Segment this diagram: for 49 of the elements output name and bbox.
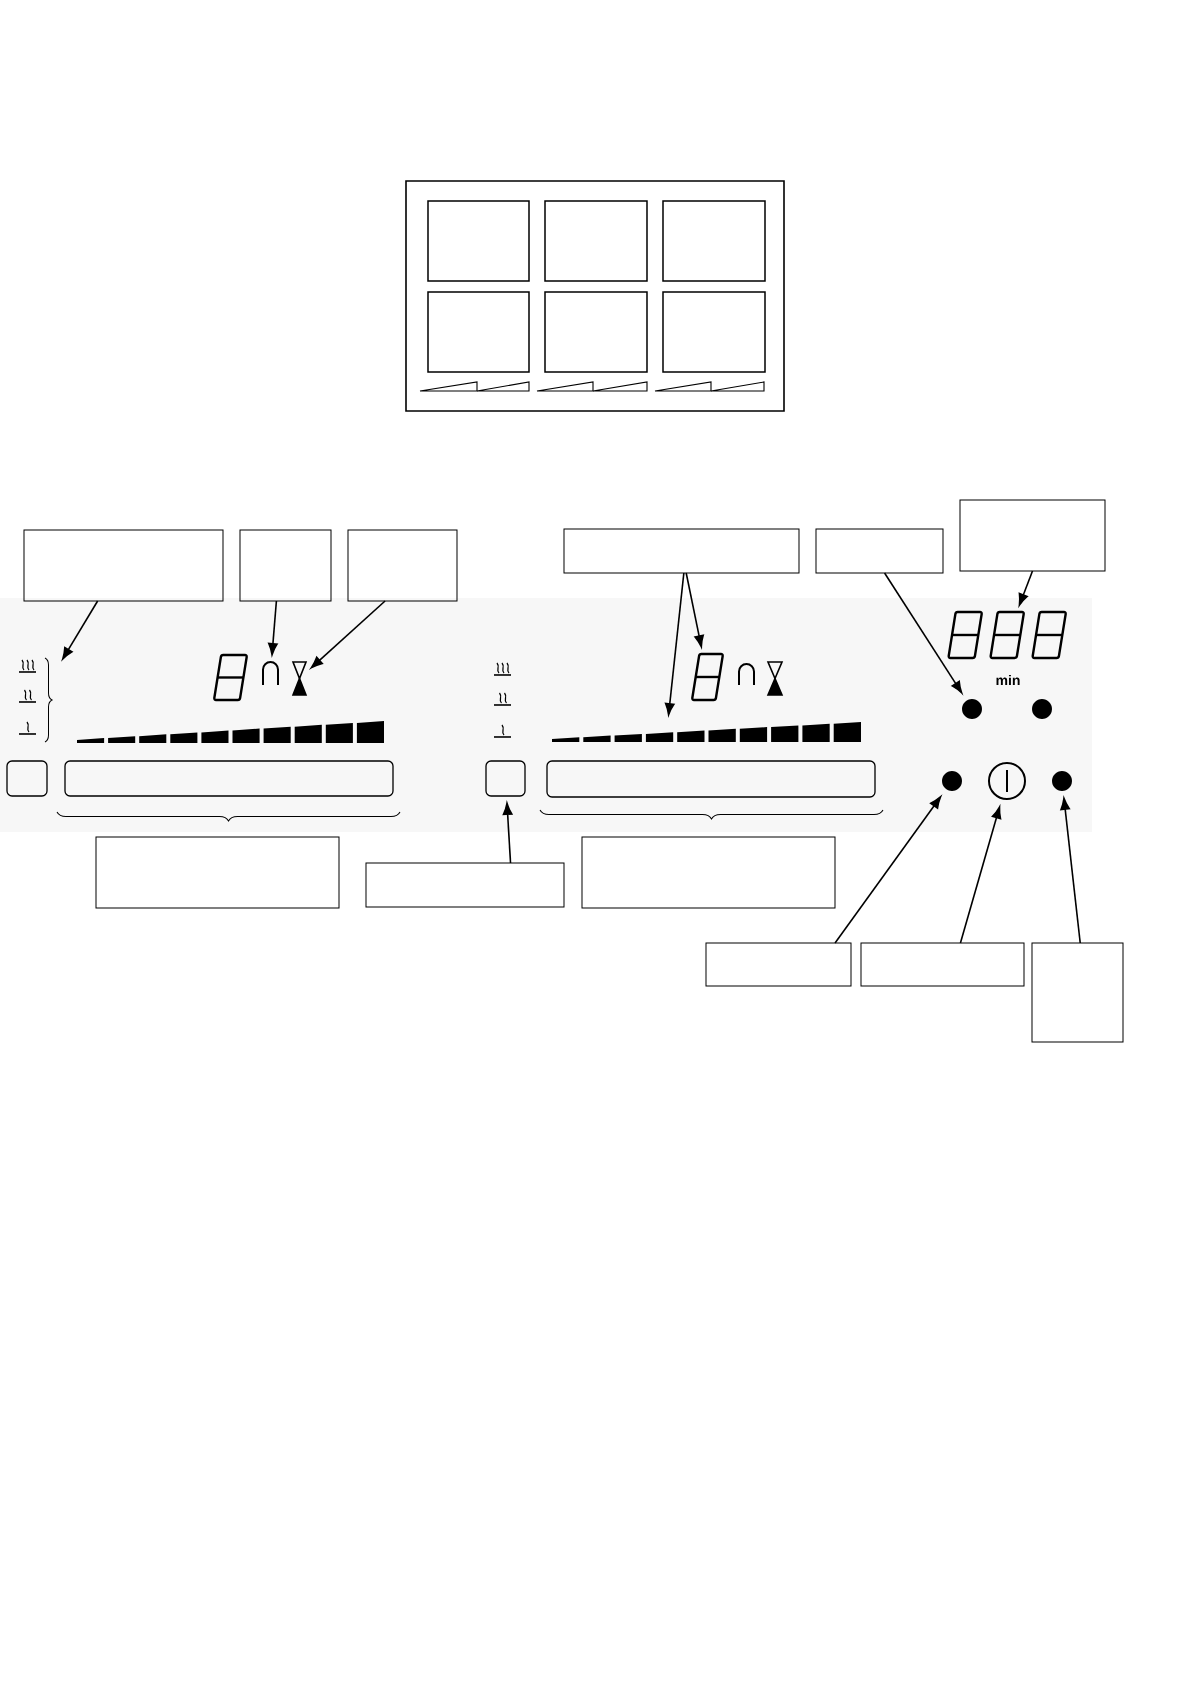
leader-arrow bbox=[62, 600, 99, 660]
callout-box bbox=[23, 529, 224, 602]
zone-box bbox=[544, 200, 648, 282]
power-level-bars bbox=[77, 721, 384, 743]
leader-arrow bbox=[1018, 570, 1034, 606]
touch-button bbox=[485, 760, 526, 797]
callout-box bbox=[959, 499, 1106, 572]
zone-box bbox=[544, 291, 648, 373]
slider-bar bbox=[546, 760, 876, 798]
callout-box bbox=[365, 862, 565, 908]
leader-arrow bbox=[834, 796, 942, 944]
callout-box bbox=[1031, 942, 1124, 1043]
leader-arrow bbox=[268, 600, 278, 656]
timer-display bbox=[947, 610, 1067, 660]
indicator-dot bbox=[942, 771, 962, 791]
leader-arrow bbox=[685, 572, 704, 648]
zone-box bbox=[427, 291, 530, 373]
leader-arrow bbox=[502, 802, 513, 864]
callout-box bbox=[860, 942, 1025, 987]
zone-box bbox=[662, 200, 766, 282]
zone-box bbox=[662, 291, 766, 373]
callout-box bbox=[239, 529, 332, 602]
callout-box bbox=[563, 528, 800, 574]
digit-display bbox=[691, 652, 724, 702]
leader-arrow bbox=[883, 572, 963, 694]
leader-arrow bbox=[1060, 797, 1082, 944]
callout-box bbox=[581, 836, 836, 909]
callout-box bbox=[705, 942, 852, 987]
heat-level-symbols bbox=[18, 657, 53, 743]
indicator-dot bbox=[1032, 699, 1052, 719]
hob-outline bbox=[405, 180, 785, 412]
unit-label: min bbox=[996, 674, 1020, 686]
heat-level-symbols bbox=[493, 662, 512, 738]
zone-box bbox=[427, 200, 530, 282]
leader-arrow bbox=[664, 572, 685, 716]
indicator-dot bbox=[1052, 771, 1072, 791]
arch-symbol bbox=[262, 661, 279, 686]
leader-arrow bbox=[959, 806, 1002, 944]
leader-arrow bbox=[310, 600, 386, 669]
power-level-bars bbox=[552, 722, 861, 742]
indicator-dot bbox=[962, 699, 982, 719]
callout-box bbox=[815, 528, 944, 574]
touch-button bbox=[6, 760, 48, 797]
slider-bar bbox=[64, 760, 394, 797]
power-button bbox=[988, 762, 1026, 800]
digit-display bbox=[213, 653, 248, 702]
callout-box bbox=[95, 836, 340, 909]
arch-symbol bbox=[738, 663, 755, 686]
callout-box bbox=[347, 529, 458, 602]
